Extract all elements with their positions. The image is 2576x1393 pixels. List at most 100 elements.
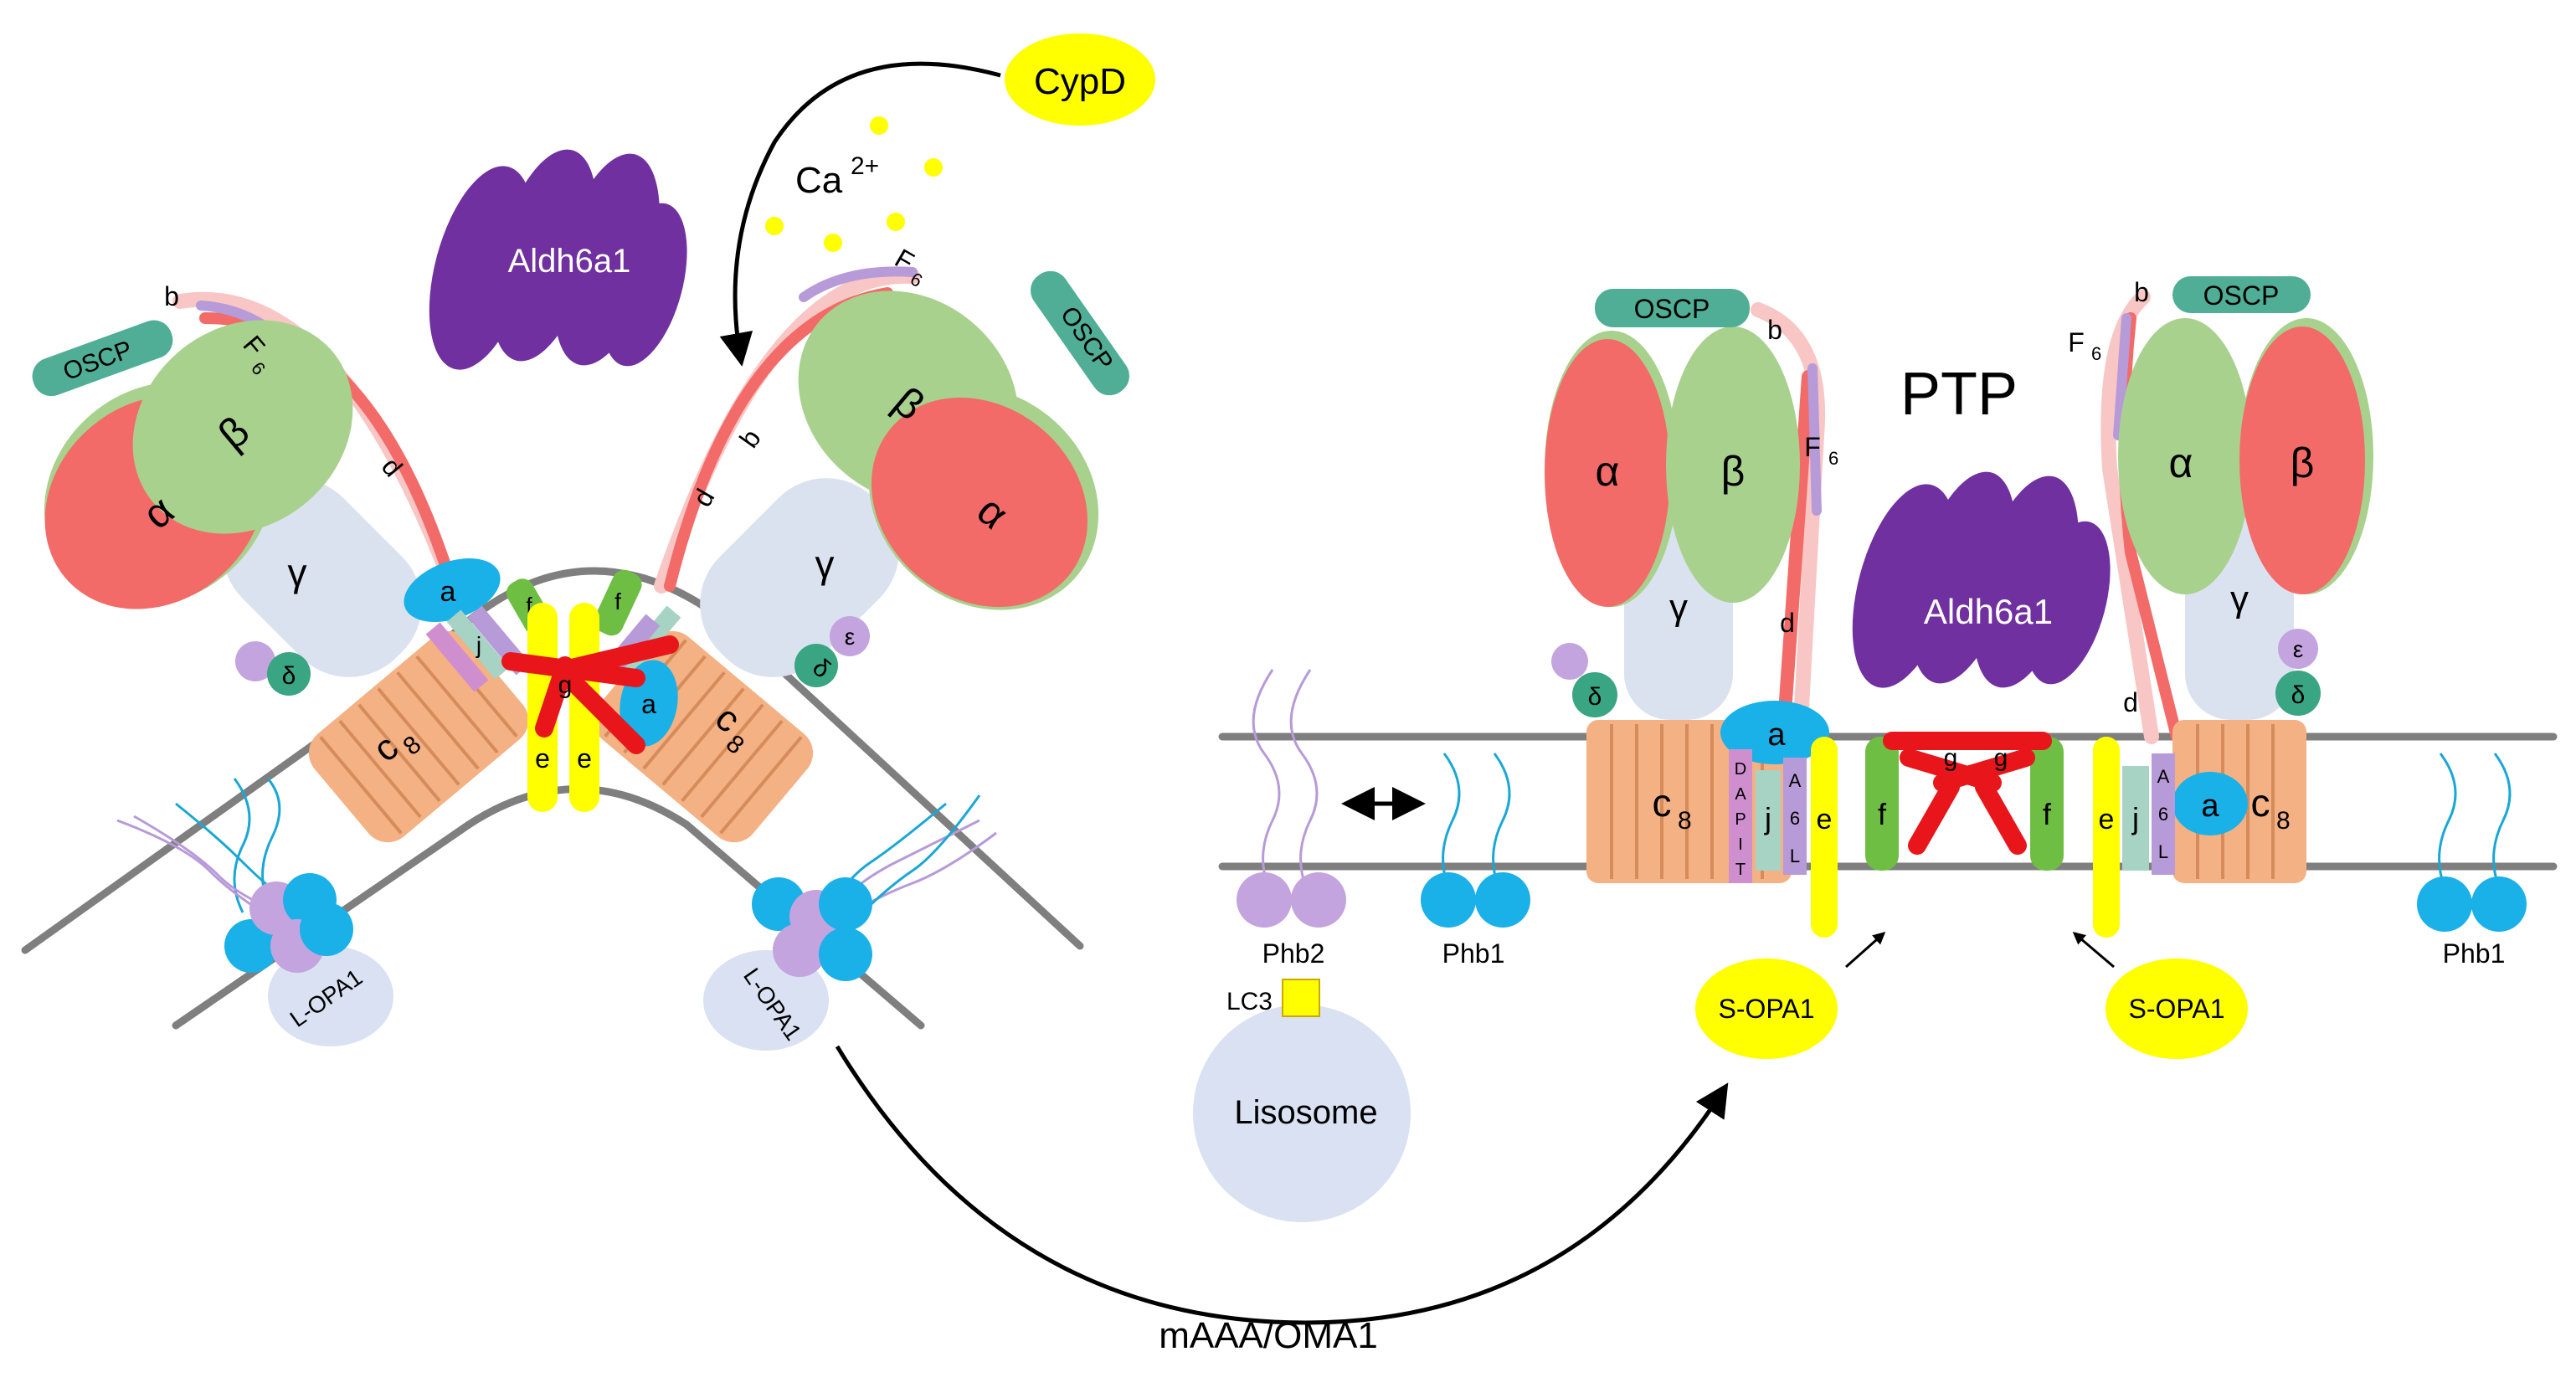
flat2-beta — [2239, 326, 2365, 594]
g-subunits-left — [501, 635, 679, 754]
right-epsilon-label: ε — [845, 624, 855, 650]
flat2-delta-label: δ — [2291, 681, 2306, 709]
right-f-subunit — [594, 569, 642, 636]
lipid-tail — [1289, 669, 1319, 888]
right-alpha — [872, 397, 1087, 608]
flat-monomer-left: OSCP α β γ δ b F 6 d a c 8 D A P I T j A… — [1545, 289, 1899, 938]
left-j-subunit — [446, 609, 510, 680]
right-lopa1-complex: L-OPA1 — [703, 877, 872, 1051]
aldh-lobe — [2025, 521, 2111, 685]
phb-groups: Phb2 Phb1 Phb1 — [1237, 787, 2527, 969]
right-b-label: b — [733, 424, 767, 453]
left-a-subunit — [404, 558, 501, 622]
ptp-label: PTP — [1900, 361, 2018, 428]
flat2-gamma-label: γ — [2230, 578, 2249, 619]
lisosome-label: Lisosome — [1234, 1094, 1377, 1131]
ptp-pore: g g Aldh6a1 PTP — [1852, 361, 2111, 855]
right-gamma-label: γ — [815, 542, 835, 586]
right-delta — [794, 644, 838, 687]
phb2-circle — [1291, 872, 1346, 928]
flat1-a6l-label: A 6 L — [1789, 770, 1802, 866]
flat1-f6-label: F — [1804, 432, 1821, 462]
left-lopa1-complex: L-OPA1 — [224, 873, 393, 1046]
protease-label: mAAA/OMA1 — [1159, 1315, 1378, 1356]
left-beta — [132, 320, 353, 534]
flat2-e-label: e — [2099, 804, 2115, 835]
s-opa1-label-right: S-OPA1 — [2129, 994, 2225, 1024]
left-delta-label: δ — [282, 662, 296, 690]
calcium-ions — [765, 116, 943, 252]
lipid-tail — [1442, 753, 1461, 888]
left-f-label: f — [526, 593, 532, 618]
flat1-beta-label: β — [1721, 448, 1746, 495]
s-opa1-label-left: S-OPA1 — [1719, 994, 1815, 1024]
flat2-a6l — [2152, 753, 2175, 875]
lc3-square — [1282, 979, 1320, 1017]
flat1-b-label: b — [1767, 315, 1782, 345]
flat1-beta — [1666, 326, 1800, 603]
flat2-b-label: b — [2134, 277, 2149, 307]
flat2-f — [2030, 737, 2064, 871]
left-epsilon — [235, 641, 275, 681]
flat1-gamma-label: γ — [1669, 587, 1688, 628]
left-gamma — [223, 478, 422, 677]
left-monomer: OSCP α β γ δ b F 6 d a j f c 8 — [32, 281, 553, 843]
g-label-right: g — [1994, 744, 2008, 772]
processing-arrow: mAAA/OMA1 — [835, 1045, 1729, 1356]
cypd-label: CypD — [1034, 61, 1126, 102]
right-a-label: a — [641, 689, 656, 719]
flat2-j-label: j — [2131, 801, 2139, 835]
aldh6a1-label-right: Aldh6a1 — [1924, 592, 2053, 631]
lipid-tail — [2492, 753, 2512, 888]
phb2-circle — [773, 923, 826, 977]
phb1-circle — [819, 877, 872, 931]
flat2-f6 — [2113, 313, 2131, 440]
flat2-beta-label: β — [2291, 439, 2315, 486]
left-delta — [267, 652, 311, 696]
left-oscp — [32, 320, 173, 397]
aldh6a1-label-left: Aldh6a1 — [508, 243, 631, 280]
right-lipids — [1252, 669, 2512, 888]
left-gamma-label: γ — [288, 551, 307, 594]
flat2-c8-label: c — [2251, 781, 2270, 825]
flat2-alpha-label: α — [2169, 439, 2193, 486]
cypd-calcium: CypD Ca 2+ — [719, 33, 1155, 367]
s-opa1-left — [1695, 959, 1838, 1059]
left-e-label: e — [535, 743, 550, 774]
flat2-d-label: d — [2123, 687, 2138, 717]
flat1-dapit — [1729, 749, 1752, 883]
lipid-tail — [852, 794, 981, 923]
right-f-label: f — [614, 589, 621, 614]
flat1-f-label: f — [1878, 797, 1887, 831]
flat2-f6-label: F — [2068, 327, 2085, 357]
flat1-alpha — [1545, 339, 1670, 607]
flat1-oscp — [1595, 289, 1750, 327]
cypd-arrow — [719, 61, 1001, 367]
s-opa1-right — [2106, 959, 2248, 1059]
flat1-delta — [1572, 672, 1617, 717]
left-e-label-2: e — [577, 743, 592, 774]
cypd-shape — [1005, 33, 1155, 126]
a6l-letter: 6 — [1790, 808, 1800, 829]
dapit-letter: P — [1735, 810, 1746, 829]
a6l-letter: L — [1790, 846, 1800, 866]
left-a-label: a — [440, 576, 456, 608]
ca-label: Ca — [795, 160, 843, 201]
flat2-f6-sub: 6 — [2091, 343, 2101, 364]
a6l-letter: 6 — [2158, 804, 2168, 825]
dapit-letter: I — [1738, 835, 1743, 854]
ca-superscript: 2+ — [851, 152, 879, 180]
flat2-oscp-label: OSCP — [2203, 280, 2280, 311]
flat1-stalk-d — [1776, 370, 1815, 743]
flat2-a-label: a — [2201, 789, 2219, 824]
lipid-tail — [2438, 753, 2457, 888]
flat2-c8-sub: 8 — [2276, 807, 2291, 835]
flat1-j — [1756, 770, 1781, 871]
lipid-tail — [1252, 669, 1281, 888]
phb1-circle — [2471, 876, 2527, 932]
flat2-alpha — [2118, 318, 2252, 594]
left-j-label: j — [476, 632, 481, 658]
flat2-oscp — [2172, 276, 2311, 313]
flat2-j — [2122, 766, 2149, 871]
